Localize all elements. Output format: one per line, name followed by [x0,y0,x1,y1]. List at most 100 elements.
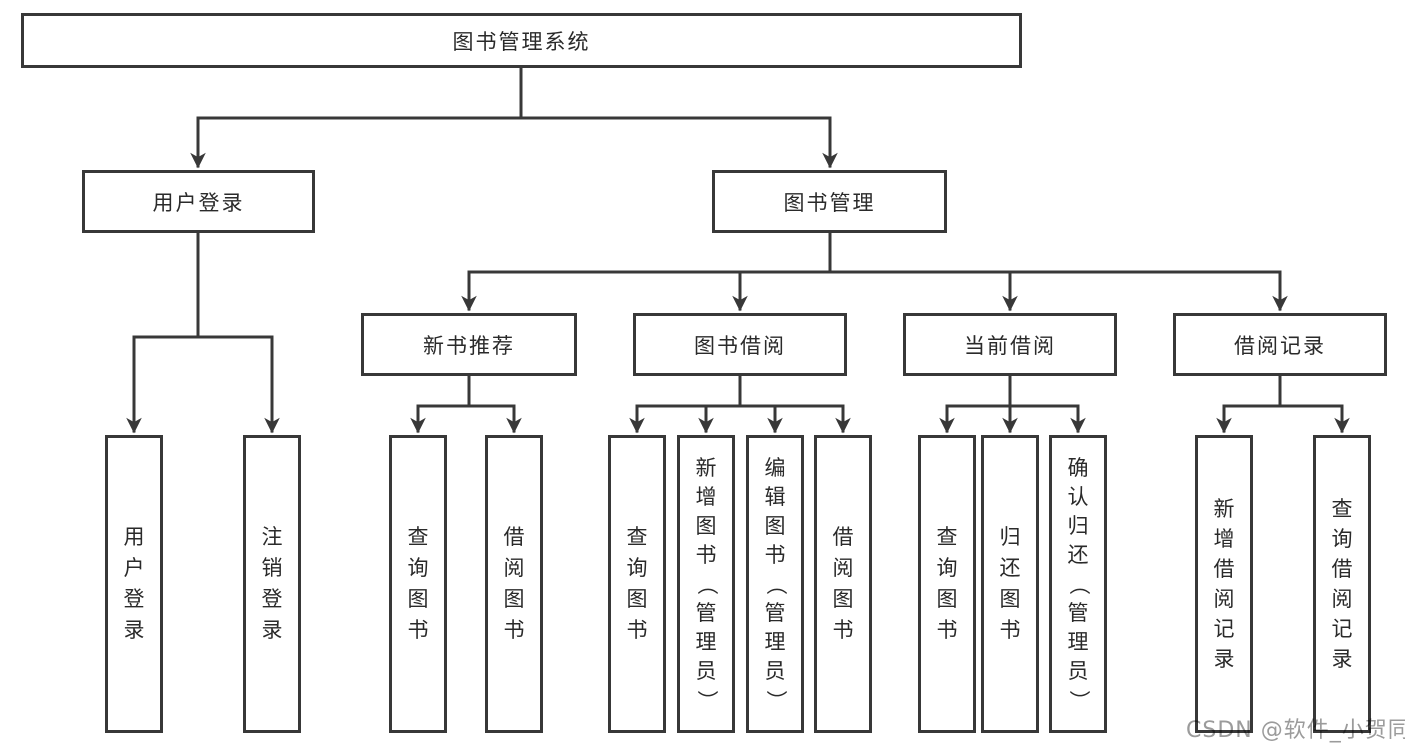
node-label: 新书推荐 [423,333,515,358]
node-label-char: 记 [1331,616,1353,641]
node-label-char: 借 [832,525,854,549]
node-label: 用户登录 [152,190,245,215]
node-label: 借阅图书 [504,527,525,641]
node-leaf-add-borrow-record: 新增借阅记录 [1195,435,1253,733]
node-label-char: 登 [123,587,145,611]
node-label-char: 录 [261,618,283,642]
node-leaf-user-login: 用户登录 [105,435,163,733]
node-label-char: 员 [1067,658,1089,683]
node-label-char: 记 [1213,616,1235,641]
node-leaf-query-borrow-record: 查询借阅记录 [1313,435,1371,733]
node-label-char: 新 [695,455,717,480]
node-label: 查询图书 [627,527,648,641]
node-label: 借阅图书 [833,527,854,641]
node-label: 编辑图书（管理员） [763,455,788,711]
node-label: 确认归还（管理员） [1066,455,1091,711]
node-current-borrow: 当前借阅 [903,313,1117,376]
node-label-char: 编 [764,455,786,480]
node-root: 图书管理系统 [21,13,1022,68]
node-label-char: 查 [1331,496,1353,521]
node-leaf-borrow-book-2: 借阅图书 [814,435,872,733]
node-label-char: 归 [1067,513,1089,538]
node-label: 图书管理系统 [452,29,591,54]
node-label-char: 借 [1213,556,1235,581]
node-label-char: （ [763,573,788,595]
node-label: 用户登录 [124,527,145,641]
node-label-char: 阅 [832,556,854,580]
node-label-char: 书 [936,618,958,642]
node-label-char: 询 [626,556,648,580]
node-label: 新增借阅记录 [1213,496,1235,671]
node-label: 当前借阅 [964,333,1056,358]
node-label-char: 还 [999,556,1021,580]
node-label-char: 图 [695,513,717,538]
node-label-char: 查 [407,525,429,549]
node-label: 查询借阅记录 [1331,496,1353,671]
node-label-char: 理 [695,629,717,654]
node-user-login: 用户登录 [82,170,315,233]
node-label-char: 辑 [764,484,786,509]
node-label: 查询图书 [408,527,429,641]
node-label-char: 图 [407,587,429,611]
node-leaf-query-book-3: 查询图书 [918,435,976,733]
node-label-char: （ [1066,573,1091,595]
node-label-char: 用 [123,525,145,549]
node-label-char: 录 [1213,646,1235,671]
node-label-char: 借 [1331,556,1353,581]
node-label-char: 增 [695,484,717,509]
node-label-char: 书 [407,618,429,642]
node-label-char: 图 [764,513,786,538]
node-label-char: 图 [999,587,1021,611]
node-borrow-records: 借阅记录 [1173,313,1387,376]
edge-group [126,66,1350,434]
node-label-char: 销 [261,556,283,580]
node-label-char: 阅 [1331,586,1353,611]
node-leaf-return-book: 归还图书 [981,435,1039,733]
node-label-char: 图 [832,587,854,611]
node-label: 图书借阅 [694,333,786,358]
node-label-char: ） [1066,689,1091,711]
node-label-char: 借 [503,525,525,549]
node-leaf-logout: 注销登录 [243,435,301,733]
node-label-char: 书 [503,618,525,642]
node-label-char: 询 [407,556,429,580]
node-label-char: 阅 [503,556,525,580]
node-label: 借阅记录 [1234,333,1326,358]
watermark: CSDN @软件_小贺同学 [1186,718,1405,743]
node-leaf-edit-book-admin: 编辑图书（管理员） [746,435,804,733]
node-label-char: 员 [695,658,717,683]
node-label: 查询图书 [937,527,958,641]
node-label-char: 录 [123,618,145,642]
node-label-char: 录 [1331,646,1353,671]
node-label-char: 归 [999,525,1021,549]
node-label: 归还图书 [1000,527,1021,641]
node-leaf-add-book-admin: 新增图书（管理员） [677,435,735,733]
node-label: 注销登录 [262,527,283,641]
node-label-char: 书 [999,618,1021,642]
node-label-char: 查 [936,525,958,549]
node-label-char: 理 [764,629,786,654]
node-leaf-borrow-book-1: 借阅图书 [485,435,543,733]
node-label-char: 还 [1067,542,1089,567]
node-label-char: 户 [123,556,145,580]
node-label: 图书管理 [783,190,876,215]
node-label-char: 图 [626,587,648,611]
node-label-char: 确 [1067,455,1089,480]
node-label-char: 认 [1067,484,1089,509]
node-label-char: ） [763,689,788,711]
node-label-char: 图 [936,587,958,611]
node-leaf-confirm-return-admin: 确认归还（管理员） [1049,435,1107,733]
node-book-management: 图书管理 [712,170,947,233]
node-label-char: 新 [1213,496,1235,521]
node-label-char: 管 [1067,600,1089,625]
node-leaf-query-book-1: 查询图书 [389,435,447,733]
node-label-char: （ [694,573,719,595]
node-label-char: 管 [695,600,717,625]
node-label-char: 书 [764,542,786,567]
node-label-char: 管 [764,600,786,625]
node-label-char: 书 [626,618,648,642]
node-label: 新增图书（管理员） [694,455,719,711]
node-label-char: 书 [832,618,854,642]
